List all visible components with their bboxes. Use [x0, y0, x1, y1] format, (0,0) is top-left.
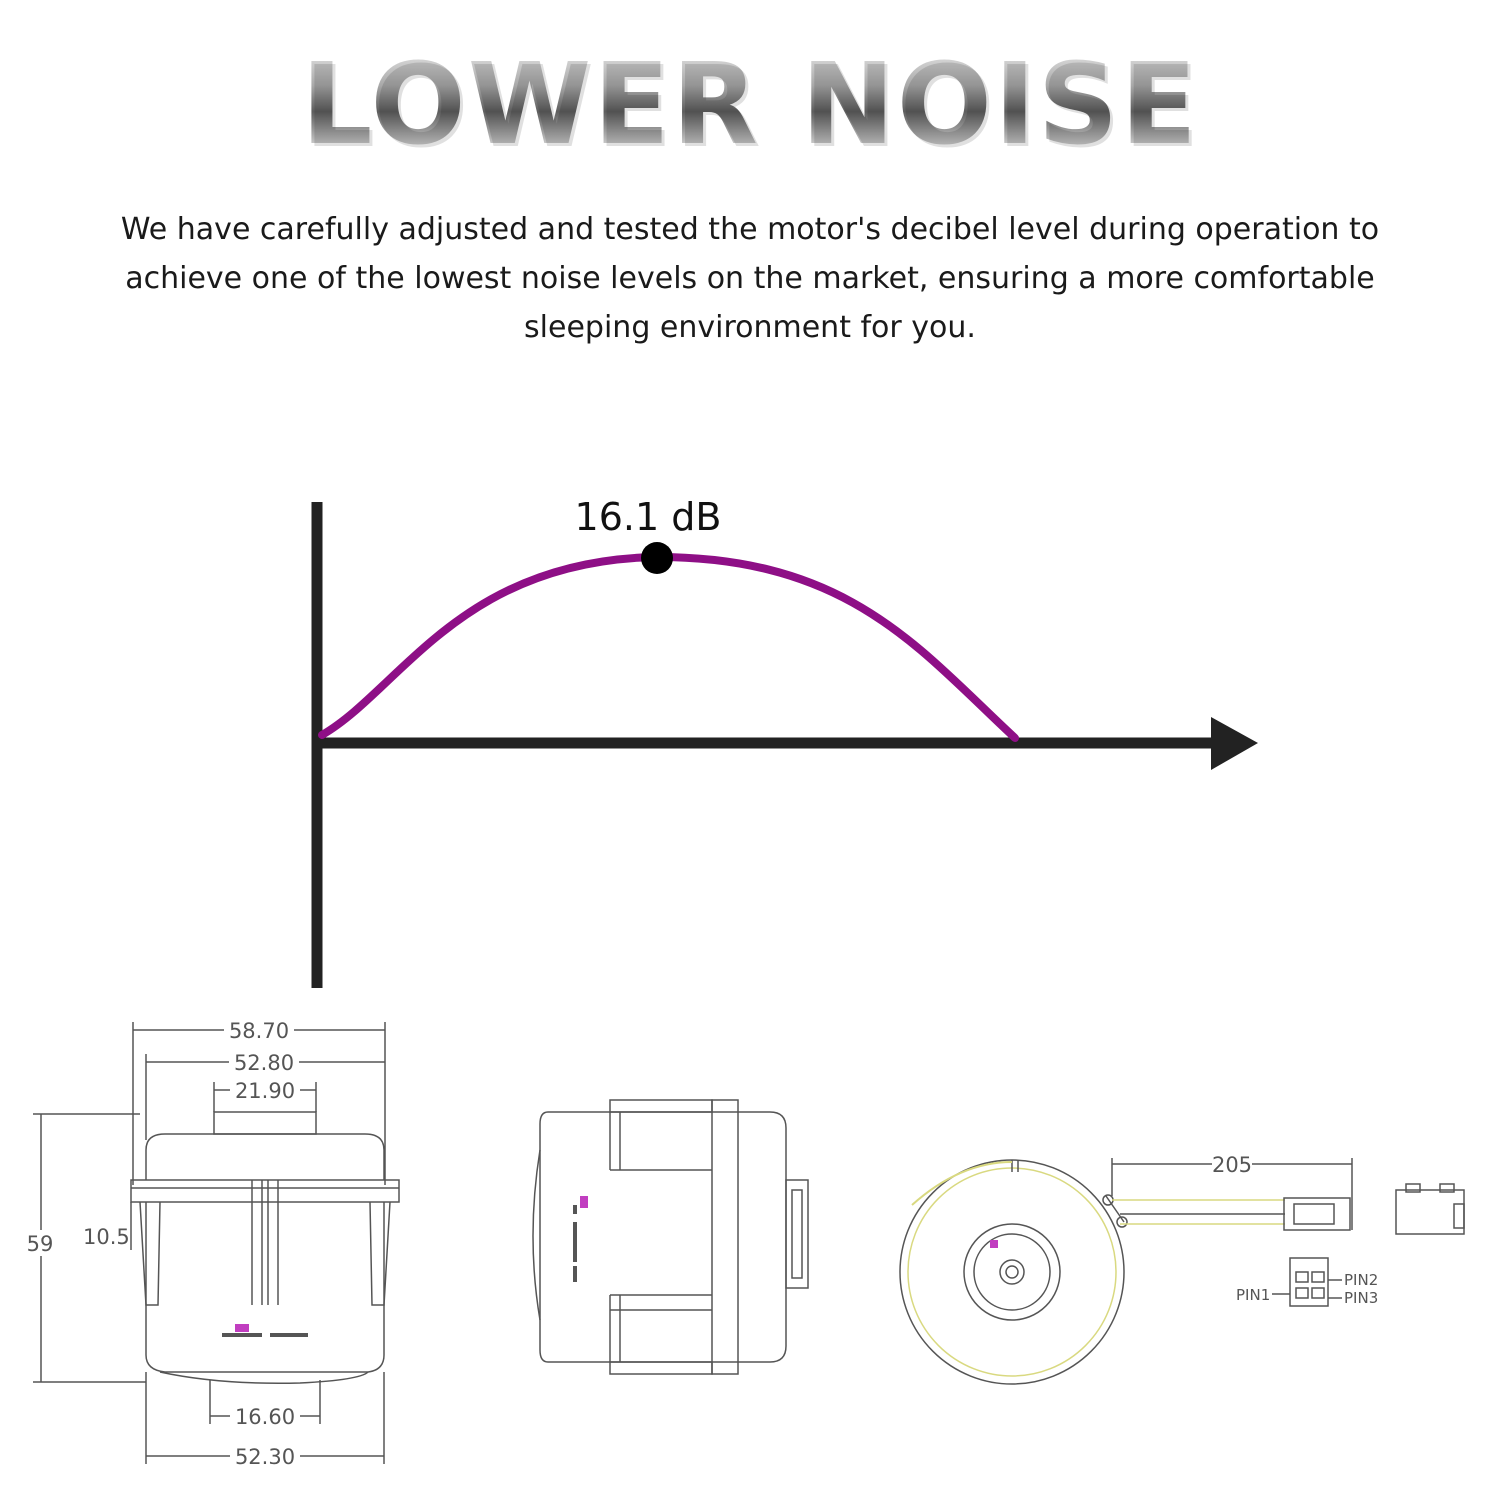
front-view-dimension-labels: 58.70 52.80 21.90 59 10.5 16.60 52.30: [24, 1018, 300, 1469]
label-sticker-top: [990, 1240, 998, 1248]
x-axis-arrowhead: [1211, 717, 1258, 770]
dim-width-top: 21.90: [235, 1079, 295, 1103]
dim-width-bottom: 52.30: [235, 1445, 295, 1469]
dim-height: 59: [27, 1232, 54, 1256]
dim-cable-length: 205: [1212, 1153, 1252, 1177]
pin3-label: PIN3: [1344, 1289, 1378, 1307]
top-view-highlight-arc: [911, 1161, 1013, 1206]
dim-width-body: 52.80: [234, 1051, 294, 1075]
peak-point: [641, 542, 673, 574]
dim-width-bottom-small: 16.60: [235, 1405, 295, 1429]
top-view-drawing: [899, 1158, 1465, 1385]
noise-graph: 16.1 dB: [311, 495, 1258, 988]
pin2-label: PIN2: [1344, 1271, 1378, 1289]
dim-width-outer: 58.70: [229, 1019, 289, 1043]
peak-label: 16.1 dB: [575, 495, 722, 539]
dim-flange-height: 10.5: [83, 1225, 130, 1249]
side-view-drawing: [532, 1099, 809, 1375]
noise-curve: [318, 552, 1019, 742]
description-text: We have carefully adjusted and tested th…: [120, 212, 1380, 345]
label-sticker-side: [580, 1196, 588, 1208]
headline-title: LOWER NOISE: [0, 40, 1500, 170]
top-view-labels: 205 PIN1 PIN2 PIN3: [1212, 1152, 1378, 1307]
label-sticker-front: [235, 1324, 249, 1332]
pin1-label: PIN1: [1236, 1286, 1270, 1304]
